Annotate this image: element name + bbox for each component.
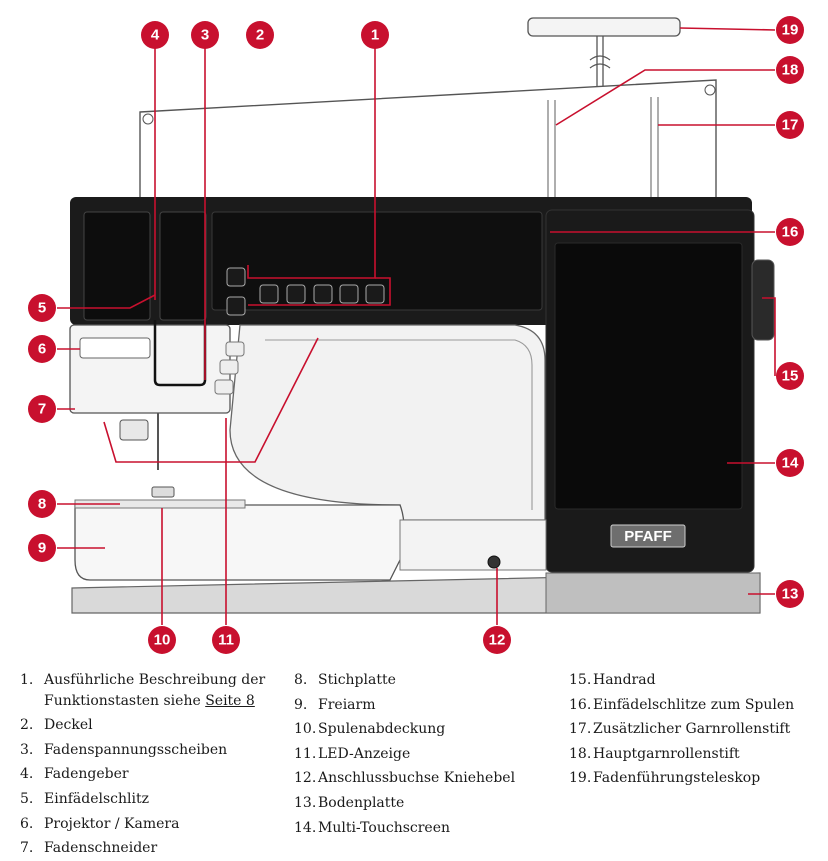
callout-7: 7: [28, 395, 56, 423]
svg-text:14: 14: [782, 455, 799, 472]
machine-arm: [229, 324, 546, 521]
legend-item-8: 8.Stichplatte: [294, 672, 396, 688]
svg-text:13: 13: [782, 586, 799, 603]
legend-column-2: 8.Stichplatte 9.Freiarm 10.Spulenabdecku…: [294, 668, 515, 840]
callout-1: 1: [361, 21, 389, 49]
callout-6: 6: [28, 335, 56, 363]
needle-head: [69, 320, 231, 498]
svg-text:15: 15: [782, 368, 799, 385]
callout-5: 5: [28, 294, 56, 322]
callouts: 1 2 3 4 5 6 7 8 9 10 11 12 13 14 15 16 1…: [28, 16, 804, 654]
svg-text:11: 11: [218, 632, 234, 649]
legend-item-11: 11.LED-Anzeige: [294, 745, 411, 762]
free-arm: [74, 499, 547, 581]
legend-item-1-continuation: Funktionstasten siehe Seite 8: [44, 692, 255, 709]
legend-item-7: 7.Fadenschneider: [20, 840, 158, 857]
callout-4: 4: [141, 21, 169, 49]
callout-12: 12: [483, 626, 511, 654]
callout-15: 15: [776, 362, 804, 390]
legend-column-3: 15.Handrad 16.Einfädelschlitze zum Spule…: [569, 668, 794, 791]
svg-text:12: 12: [489, 632, 506, 649]
legend-item-16: 16.Einfädelschlitze zum Spulen: [569, 696, 795, 713]
legend-item-15: 15.Handrad: [569, 672, 656, 688]
page-link[interactable]: Seite 8: [205, 692, 255, 709]
svg-text:16: 16: [782, 224, 799, 241]
svg-text:17: 17: [782, 117, 799, 134]
svg-text:9: 9: [38, 540, 46, 557]
legend-item-13: 13.Bodenplatte: [294, 794, 405, 811]
legend-item-6: 6.Projektor / Kamera: [20, 815, 180, 832]
svg-text:3: 3: [201, 27, 209, 44]
callout-3: 3: [191, 21, 219, 49]
callout-19: 19: [776, 16, 804, 44]
legend-item-1: 1.Ausführliche Beschreibung der: [20, 672, 266, 688]
function-buttons: [214, 267, 385, 395]
legend-item-4: 4.Fadengeber: [20, 766, 129, 783]
legend-item-18: 18.Hauptgarnrollenstift: [569, 745, 740, 762]
legend-item-12: 12.Anschlussbuchse Kniehebel: [294, 770, 516, 787]
legend-column-1: 1.Ausführliche Beschreibung der Funktion…: [20, 668, 265, 861]
touchscreen: PFAFF: [545, 209, 755, 573]
svg-text:1: 1: [371, 27, 379, 44]
sewing-machine-diagram: PFAFF 1: [28, 16, 804, 654]
handwheel: [751, 259, 775, 341]
callout-10: 10: [148, 626, 176, 654]
lid: [139, 79, 717, 201]
svg-text:7: 7: [38, 401, 46, 418]
svg-text:6: 6: [38, 341, 46, 358]
brand-plate: PFAFF: [624, 528, 672, 545]
legend-item-9: 9.Freiarm: [294, 696, 376, 713]
svg-text:5: 5: [38, 300, 46, 317]
callout-8: 8: [28, 490, 56, 518]
svg-text:2: 2: [256, 27, 264, 44]
callout-11: 11: [212, 626, 240, 654]
legend-item-2: 2.Deckel: [20, 717, 93, 734]
svg-text:8: 8: [38, 496, 46, 513]
base-plate: [71, 572, 761, 614]
svg-text:19: 19: [782, 22, 799, 39]
callout-16: 16: [776, 218, 804, 246]
legend-item-5: 5.Einfädelschlitz: [20, 790, 149, 807]
legend-item-19: 19.Fadenführungsteleskop: [569, 770, 761, 787]
callout-14: 14: [776, 449, 804, 477]
callout-9: 9: [28, 534, 56, 562]
callout-17: 17: [776, 111, 804, 139]
callout-18: 18: [776, 56, 804, 84]
svg-text:18: 18: [782, 62, 799, 79]
legend-item-14: 14.Multi-Touchscreen: [294, 819, 451, 836]
legend-item-10: 10.Spulenabdeckung: [294, 721, 446, 738]
leader-lines: [57, 27, 776, 625]
svg-text:4: 4: [151, 27, 160, 44]
legend-item-17: 17.Zusätzlicher Garnrollenstift: [569, 721, 791, 738]
legend-item-3: 3.Fadenspannungsscheiben: [20, 741, 228, 758]
callout-13: 13: [776, 580, 804, 608]
callout-2: 2: [246, 21, 274, 49]
svg-text:10: 10: [154, 632, 171, 649]
